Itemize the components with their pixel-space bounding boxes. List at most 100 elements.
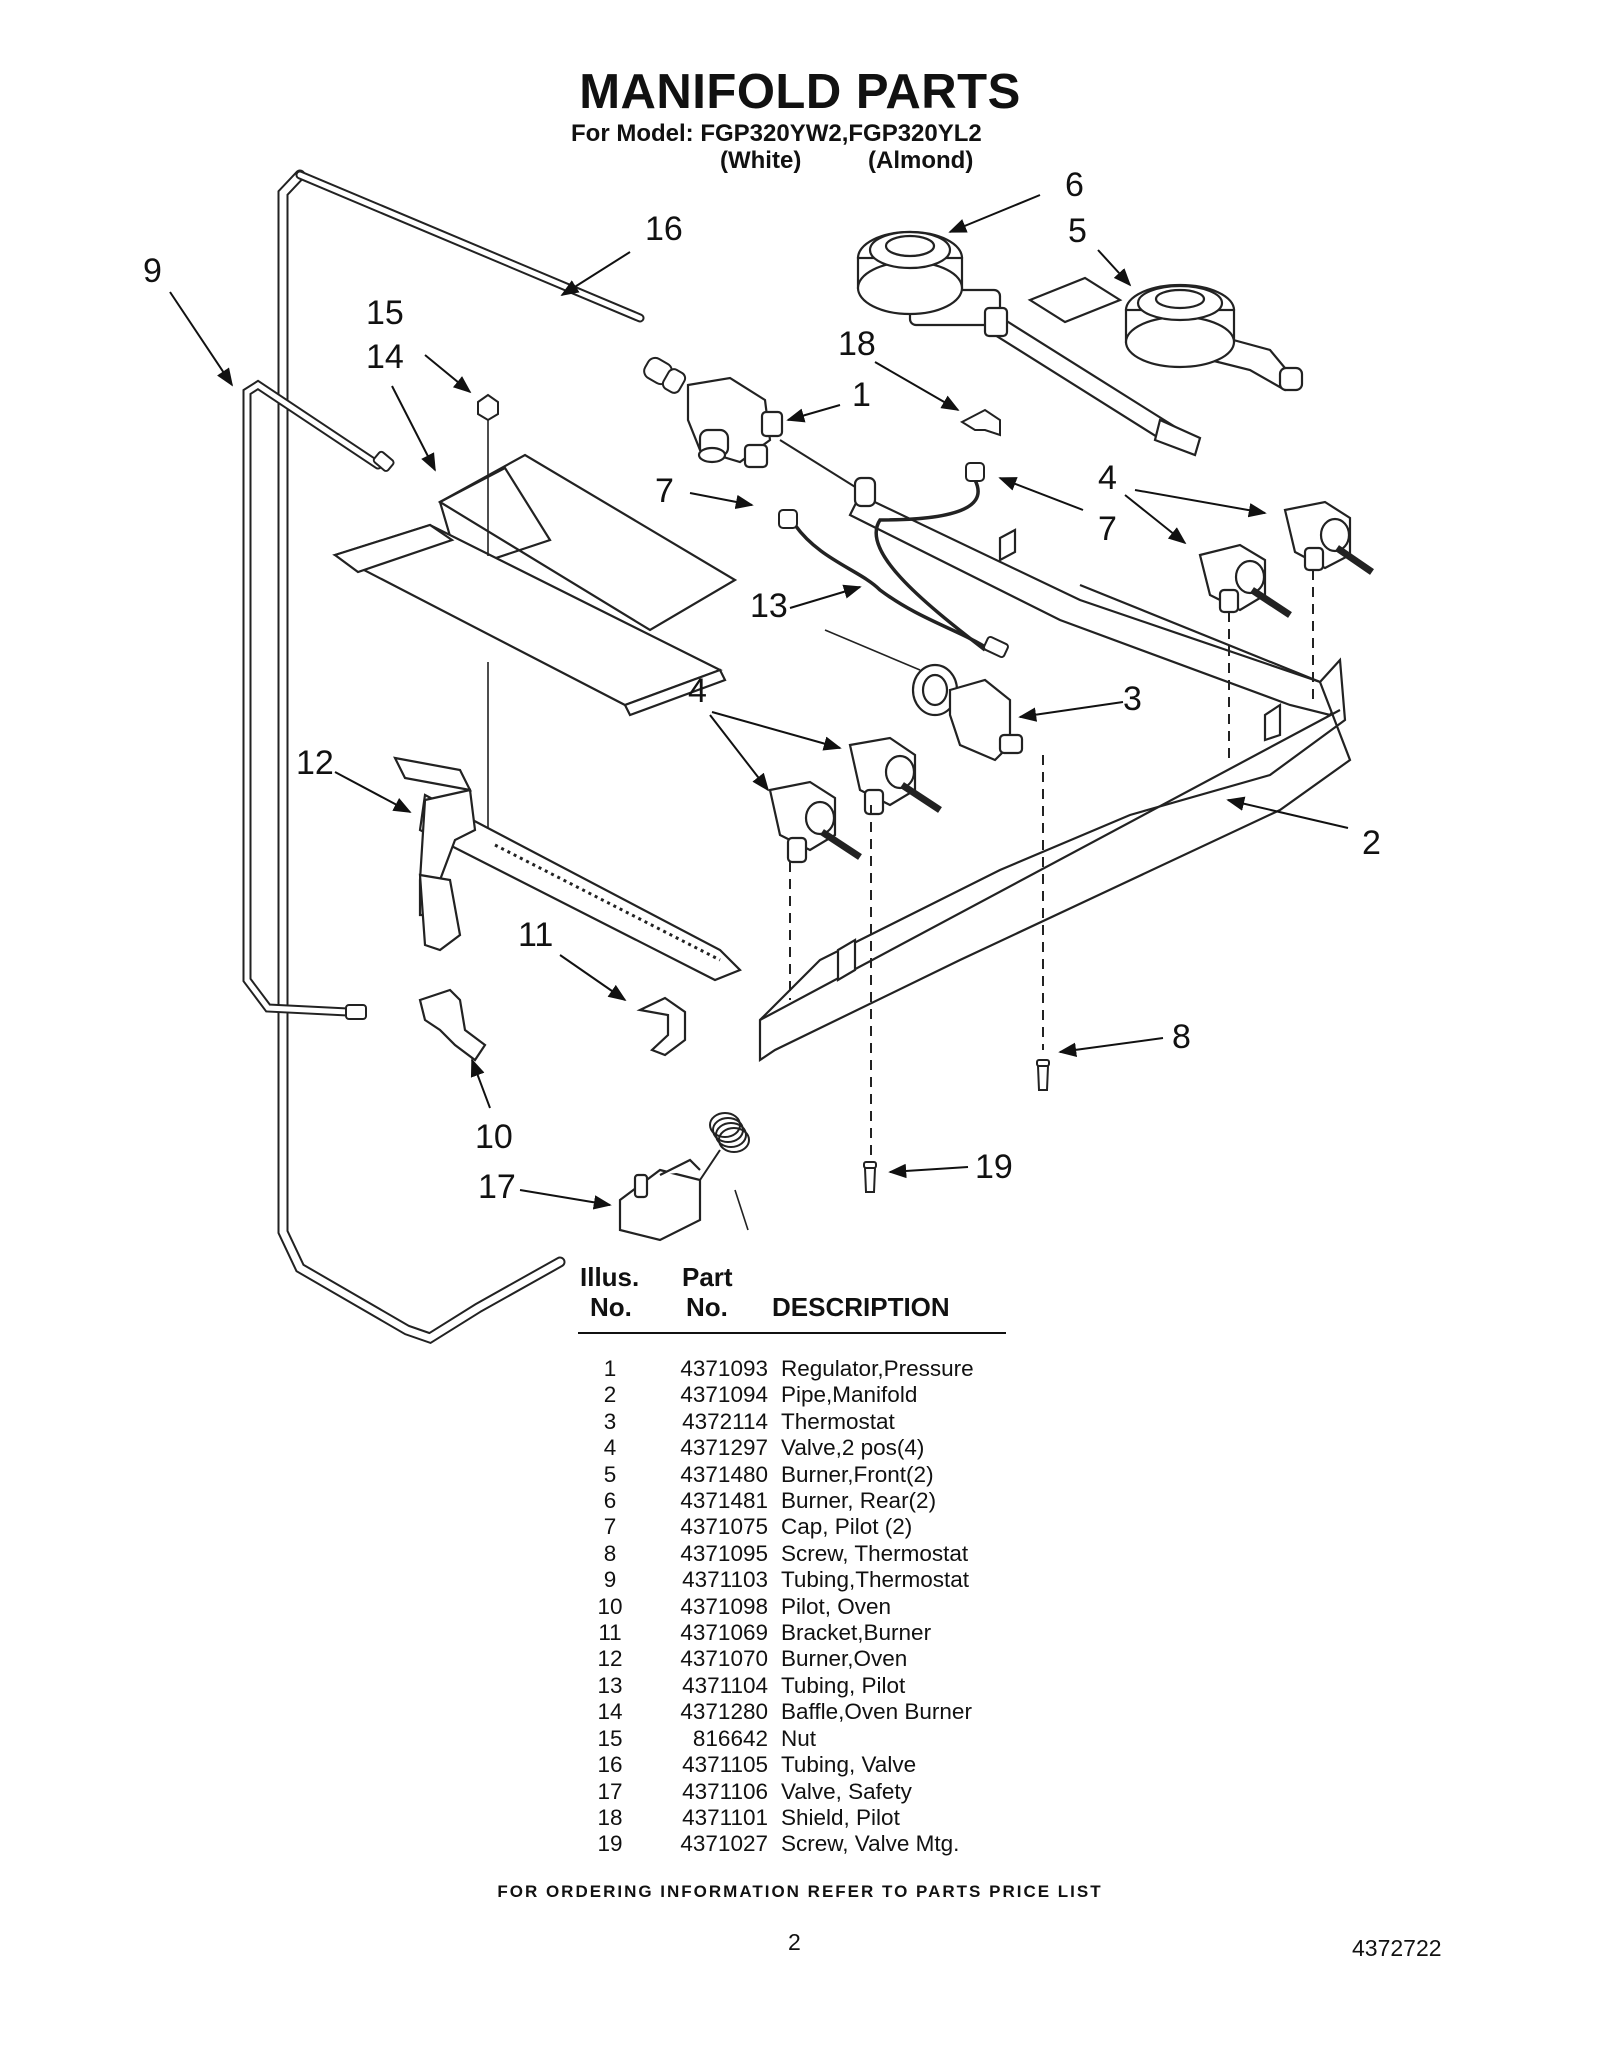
illus-no-cell: 15 (597, 1725, 623, 1751)
header-description: DESCRIPTION (772, 1292, 950, 1322)
callout-2: 2 (1362, 824, 1381, 862)
model-subtitle: For Model: FGP320YW2,FGP320YL2 (571, 120, 982, 147)
valve-tubing-16 (643, 356, 687, 394)
callout-6: 6 (1065, 166, 1084, 204)
screw-8 (1036, 1059, 1050, 1091)
illus-no-cell: 14 (597, 1699, 623, 1725)
part-no-cell: 4371297 (680, 1435, 768, 1461)
part-no-cell: 4371105 (682, 1752, 768, 1778)
illus-no-cell: 9 (603, 1567, 617, 1593)
lower-valves-4 (768, 736, 942, 864)
burner-bracket-11 (636, 996, 687, 1057)
pilot-tubing-13 (793, 479, 991, 652)
thermostat-3 (824, 629, 1024, 762)
color-label-white: (White) (720, 147, 802, 174)
part-no-cell: 4371106 (682, 1778, 768, 1804)
part-no-cell: 4371103 (682, 1567, 768, 1593)
description-cell: Bracket,Burner (781, 1620, 932, 1646)
header-illus-bottom: No. (590, 1292, 632, 1322)
illus-no-cell: 2 (603, 1382, 617, 1408)
color-label-almond: (Almond) (868, 147, 974, 174)
callout-18: 18 (838, 325, 876, 363)
illus-no-cell: 7 (603, 1514, 617, 1540)
document-number: 4372722 (1352, 1935, 1442, 1961)
part-no-cell: 4372114 (682, 1408, 768, 1434)
description-cell: Burner,Front(2) (781, 1461, 934, 1487)
description-cell: Screw, Valve Mtg. (781, 1831, 960, 1857)
description-cell: Valve, Safety (781, 1778, 912, 1804)
illus-no-cell: 16 (597, 1752, 623, 1778)
part-no-cell: 4371101 (682, 1804, 768, 1830)
illus-no-cell: 4 (603, 1435, 617, 1461)
description-cell: Pilot, Oven (781, 1593, 892, 1619)
ordering-note: FOR ORDERING INFORMATION REFER TO PARTS … (497, 1882, 1103, 1901)
part-no-cell: 4371093 (680, 1356, 768, 1381)
part-no-cell: 4371094 (680, 1382, 768, 1408)
callout-9: 9 (143, 252, 162, 290)
description-cell: Tubing, Valve (781, 1752, 917, 1778)
illus-no-cell: 8 (603, 1540, 617, 1566)
callout-17: 17 (478, 1168, 516, 1206)
callout-1: 1 (852, 376, 871, 414)
illus-no-cell: 18 (597, 1804, 623, 1830)
description-cell: Valve,2 pos(4) (781, 1435, 925, 1461)
callout-10: 10 (475, 1118, 513, 1156)
illus-no-cell: 3 (603, 1408, 617, 1434)
callout-16: 16 (645, 210, 683, 248)
manifold-pipe-2 (758, 476, 1352, 1063)
pressure-regulator-1 (686, 376, 784, 469)
screw-19 (863, 1161, 877, 1193)
table-row: 9 4371103 Tubing,Thermostat (580, 1567, 974, 1593)
oven-baffle-14 (332, 453, 738, 717)
callout-arrows (169, 194, 1349, 1210)
oven-pilot-10 (418, 988, 487, 1062)
callout-4-upper: 4 (1098, 459, 1117, 497)
callout-13: 13 (750, 587, 788, 625)
callout-7-right: 7 (1098, 510, 1117, 548)
dashed-mount-lines (789, 570, 1314, 1155)
description-cell: Tubing,Thermostat (781, 1567, 969, 1593)
header-illus-top: Illus. (580, 1262, 640, 1292)
header-part-top: Part (682, 1262, 733, 1292)
part-no-cell: 816642 (692, 1725, 768, 1751)
description-cell: Nut (781, 1725, 817, 1751)
description-cell: Shield, Pilot (781, 1804, 900, 1830)
oven-pilot-tubing-9 (242, 379, 383, 1017)
part-no-cell: 4371069 (680, 1620, 768, 1646)
description-cell: Screw, Thermostat (781, 1540, 969, 1566)
callout-15: 15 (366, 294, 404, 332)
upper-valves-4 (1198, 500, 1374, 618)
part-no-cell: 4371027 (680, 1831, 768, 1857)
description-cell: Baffle,Oven Burner (781, 1699, 972, 1725)
callout-12: 12 (296, 744, 334, 782)
part-no-cell: 4371070 (680, 1646, 768, 1672)
part-no-cell: 4371095 (680, 1540, 768, 1566)
header-part-bottom: No. (686, 1292, 728, 1322)
part-no-cell: 4371098 (680, 1593, 768, 1619)
description-cell: Burner, Rear(2) (781, 1488, 937, 1514)
regulator-outlet-line (779, 439, 861, 491)
part-no-cell: 4371280 (680, 1699, 768, 1725)
thermostat-tubing-outline (277, 169, 645, 1345)
callout-8: 8 (1172, 1018, 1191, 1056)
part-no-cell: 4371104 (682, 1672, 768, 1698)
part-no-cell: 4371481 (680, 1488, 768, 1514)
callout-14: 14 (366, 338, 404, 376)
page-title: MANIFOLD PARTS (579, 65, 1021, 119)
description-cell: Cap, Pilot (2) (781, 1514, 913, 1540)
nut-15 (477, 393, 499, 422)
illus-no-cell: 13 (597, 1672, 623, 1698)
description-cell: Burner,Oven (781, 1646, 908, 1672)
illus-no-cell: 6 (603, 1488, 617, 1514)
